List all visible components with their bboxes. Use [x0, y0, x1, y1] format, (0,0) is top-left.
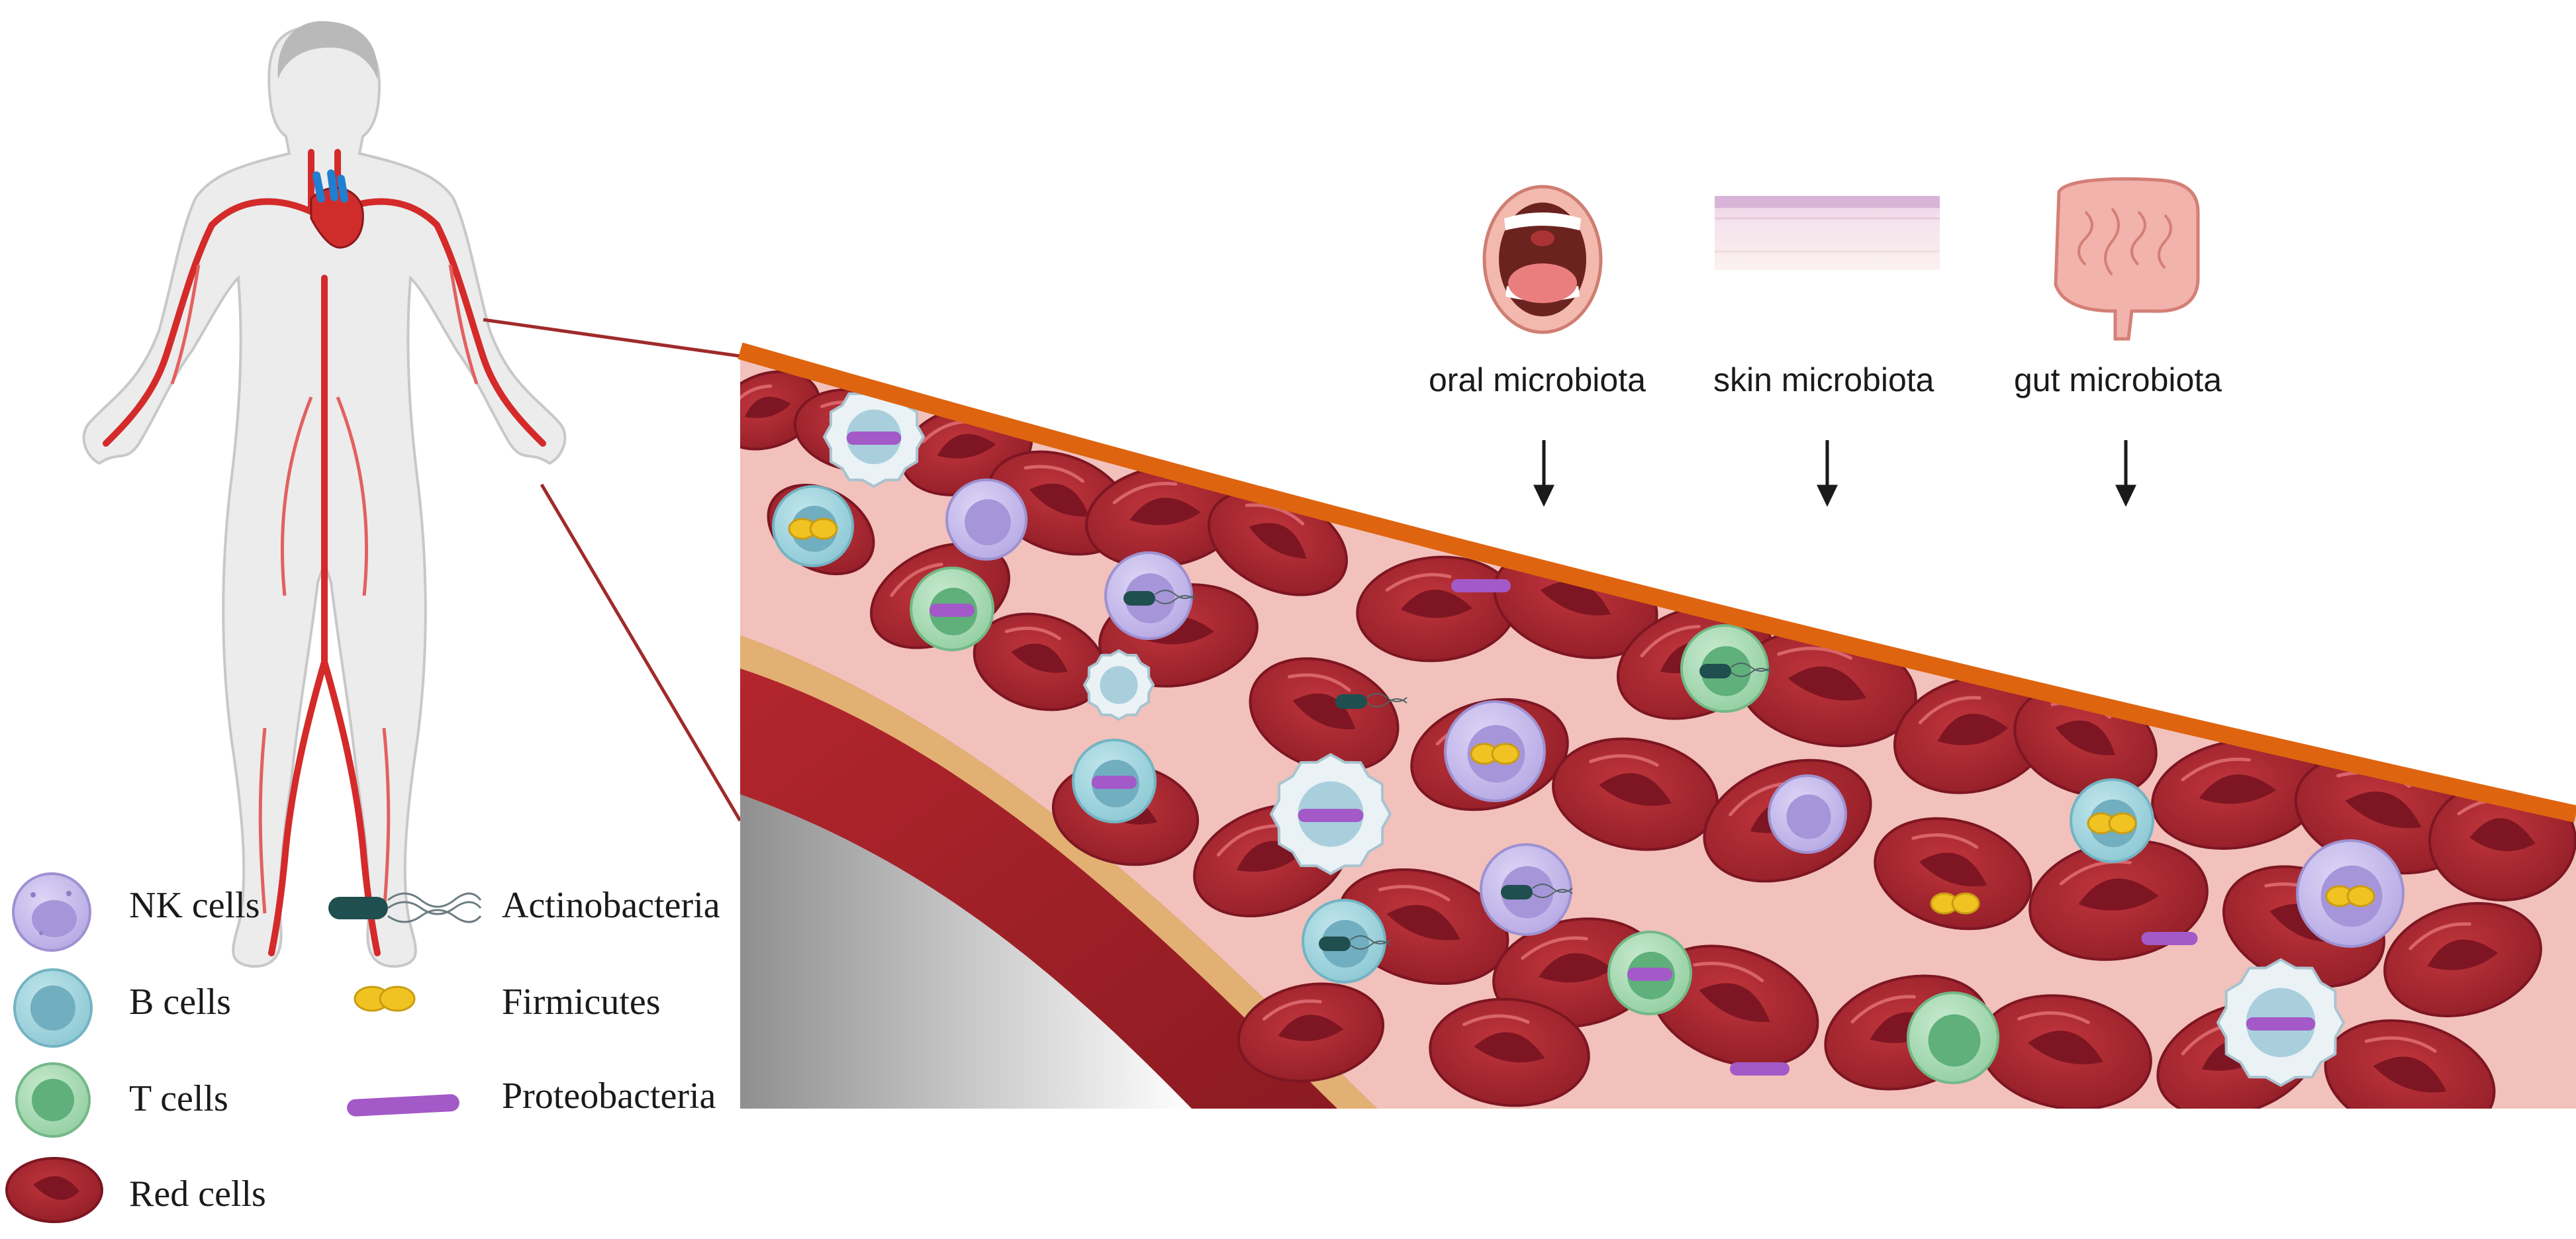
- legend-red-cells: Red cells: [129, 1173, 266, 1215]
- red-blood-cell: [1429, 997, 1590, 1107]
- red-blood-cell: [740, 370, 821, 451]
- nk-cell: [945, 479, 1027, 561]
- mouth-icon: [1482, 185, 1603, 334]
- proteobacteria-bacterium: [2141, 932, 2198, 945]
- skin-layer-icon: [1715, 196, 1940, 270]
- legend-proteobacteria: Proteobacteria: [502, 1076, 716, 1117]
- proteobacteria-bacterium: [846, 432, 902, 445]
- b-cell: [772, 485, 854, 567]
- intestine-icon: [2054, 177, 2200, 341]
- firmicutes-icon: [354, 986, 416, 1012]
- actinobacteria-bacterium: [1501, 885, 1533, 899]
- legend-icons: [5, 872, 482, 1223]
- b-cell: [1072, 739, 1157, 823]
- skin-microbiota-label: skin microbiota: [1713, 361, 1934, 398]
- red-blood-cell: [1874, 817, 2032, 931]
- monocyte-cell: [1269, 753, 1392, 876]
- b-cell: [2070, 778, 2154, 863]
- oral-microbiota-label: oral microbiota: [1429, 361, 1646, 398]
- nk-cell-icon: [12, 872, 91, 952]
- t-cell: [1907, 991, 1999, 1084]
- b-cell: [1302, 899, 1391, 984]
- actinobacteria-bacterium: [1335, 694, 1367, 709]
- t-cell: [1680, 624, 1772, 713]
- actinobacteria-icon: [328, 892, 482, 923]
- legend-actinobacteria: Actinobacteria: [502, 885, 720, 926]
- red-blood-cell: [2383, 901, 2542, 1018]
- legend-firmicutes: Firmicutes: [502, 982, 661, 1023]
- proteobacteria-bacterium: [1298, 809, 1364, 822]
- proteobacteria-bacterium: [1091, 776, 1137, 789]
- legend-nk-cells: NK cells: [129, 885, 260, 926]
- nk-cell: [1444, 700, 1546, 802]
- proteobacteria-bacterium: [929, 604, 975, 617]
- blood-vessel-section: [738, 342, 2576, 1109]
- human-body-illustration: [82, 21, 567, 968]
- nk-cell: [1768, 774, 1847, 854]
- actinobacteria-bacterium: [1699, 664, 1731, 678]
- t-cell: [910, 567, 994, 651]
- heart-icon: [310, 169, 364, 249]
- nk-cell: [1480, 843, 1573, 936]
- proteobacteria-bacterium: [2246, 1017, 2316, 1031]
- zoom-connector-top: [483, 318, 741, 358]
- monocyte-cell: [2216, 958, 2346, 1087]
- proteobacteria-bacterium: [1627, 968, 1673, 981]
- red-cell-icon: [5, 1157, 103, 1223]
- proteobacteria-icon: [347, 1094, 459, 1117]
- legend-b-cells: B cells: [129, 982, 231, 1023]
- red-blood-cell: [2028, 839, 2209, 961]
- vessel-outer-wall: [738, 342, 2576, 823]
- legend-t-cells: T cells: [129, 1078, 228, 1119]
- t-cell: [1607, 931, 1692, 1015]
- t-cell-icon: [15, 1062, 91, 1138]
- gut-microbiota-label: gut microbiota: [2014, 361, 2222, 398]
- nk-cell: [1104, 551, 1196, 640]
- zoom-connector-bottom: [540, 483, 742, 822]
- red-blood-cell: [1979, 994, 2152, 1109]
- monocyte-cell: [1082, 649, 1155, 721]
- red-blood-cell: [1237, 982, 1385, 1083]
- monocyte-cell: [822, 385, 926, 488]
- proteobacteria-bacterium: [1451, 579, 1511, 592]
- red-blood-cell: [2324, 1019, 2496, 1109]
- free-bacteria: [1335, 579, 2198, 1076]
- immune-cells: [772, 385, 2405, 1087]
- nk-cell: [2296, 839, 2405, 948]
- red-blood-cell: [1552, 737, 1719, 851]
- influx-arrows: [1533, 440, 2136, 507]
- proteobacteria-bacterium: [1730, 1062, 1789, 1076]
- actinobacteria-bacterium: [1319, 937, 1351, 951]
- red-blood-cell: [1492, 917, 1659, 1029]
- red-blood-cell: [1737, 629, 1917, 747]
- b-cell-icon: [13, 968, 93, 1048]
- actinobacteria-bacterium: [1123, 591, 1155, 606]
